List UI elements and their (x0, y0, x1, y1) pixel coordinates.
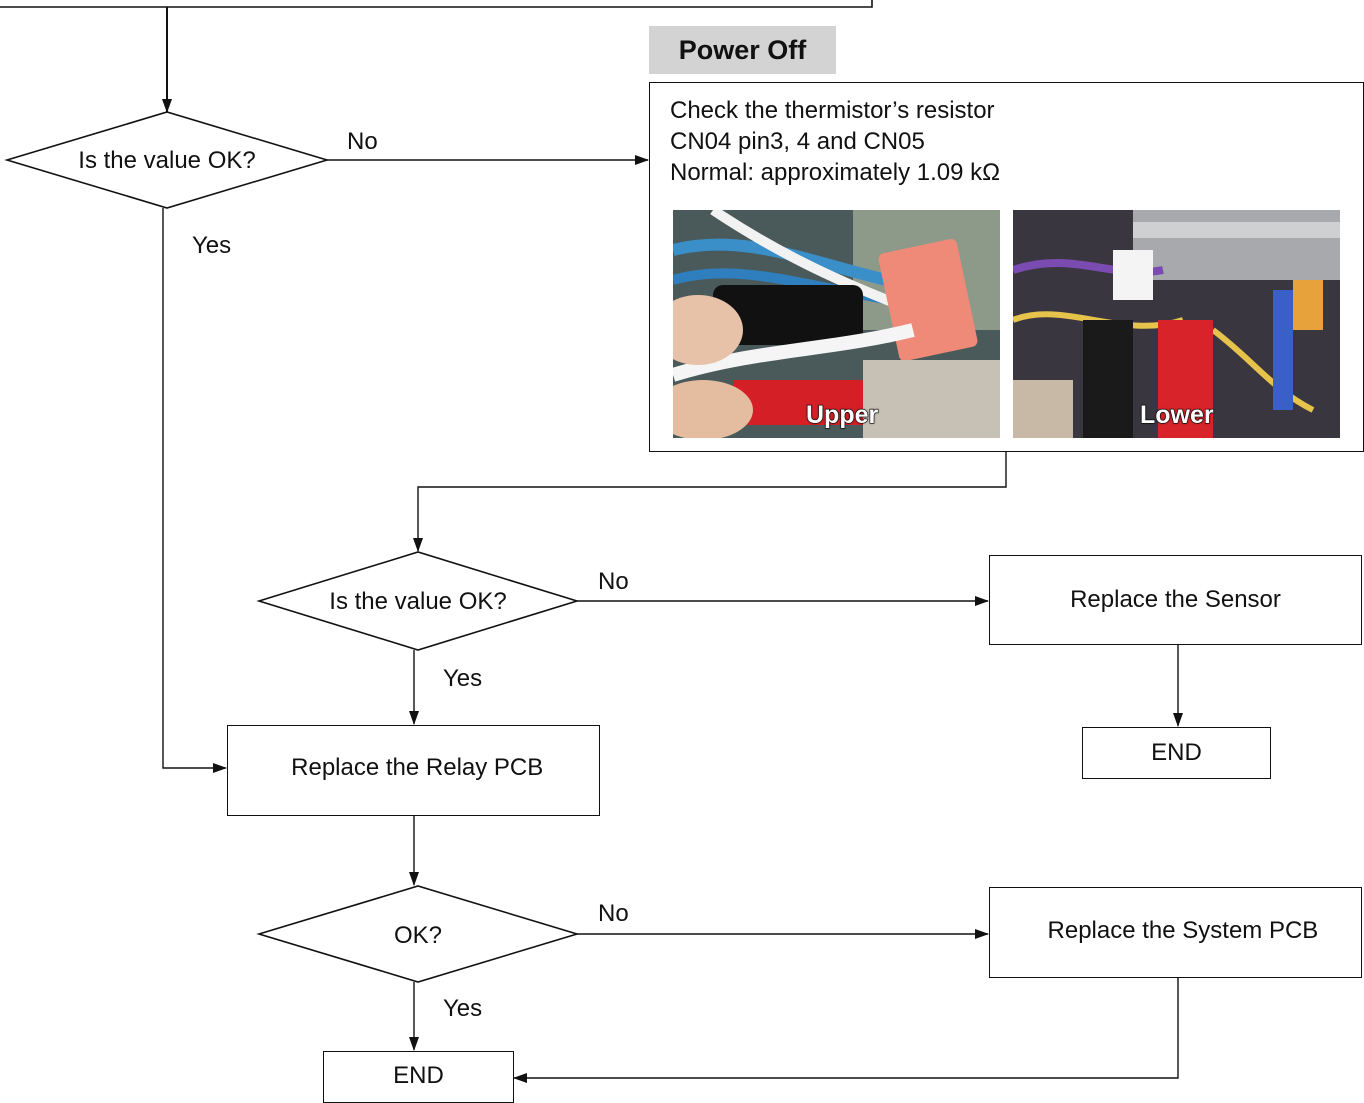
edge-label-yes-3: Yes (443, 995, 483, 1022)
photo-lower-label: Lower (1139, 400, 1214, 429)
replace-relay-pcb-label: Replace the Relay PCB (291, 753, 544, 781)
end-sensor-box: END (1082, 727, 1271, 779)
replace-sensor-box: Replace the Sensor (989, 555, 1362, 645)
top-box-edge (0, 0, 873, 8)
instruction-line-1: Check the thermistor’s resistor (670, 97, 995, 124)
connector-d1-yes (162, 208, 227, 773)
photo-upper-label: Upper (805, 400, 879, 429)
photo-upper-image (673, 210, 1000, 438)
end-final-label: END (393, 1062, 444, 1089)
replace-relay-pcb-box: Replace the Relay PCB (227, 725, 600, 816)
photo-lower-image (1013, 210, 1340, 438)
check-instructions: Check the thermistor’s resistor CN04 pin… (670, 95, 1000, 188)
edge-label-yes-1: Yes (192, 232, 232, 259)
replace-sensor-label: Replace the Sensor (1070, 586, 1281, 613)
edge-label-yes-2: Yes (443, 665, 483, 692)
photo-upper: Upper (673, 210, 1000, 438)
connector-system-to-end (513, 977, 1179, 1083)
instruction-line-2: CN04 pin3, 4 and CN05 (670, 128, 925, 155)
end-sensor-label: END (1151, 739, 1202, 766)
photo-lower: Lower (1013, 210, 1340, 438)
decision-2-label: Is the value OK? (329, 588, 507, 615)
replace-system-pcb-label: Replace the System PCB (1047, 916, 1319, 944)
check-thermistor-box: Check the thermistor’s resistor CN04 pin… (649, 82, 1364, 452)
edge-label-no-1: No (347, 128, 378, 155)
decision-3-label: OK? (393, 922, 443, 949)
edge-label-no-3: No (598, 900, 629, 927)
edge-label-no-2: No (598, 568, 629, 595)
connector-check-to-d2 (413, 451, 1007, 552)
instruction-line-3: Normal: approximately 1.09 kΩ (670, 159, 1001, 186)
end-final-box: END (323, 1051, 514, 1103)
power-off-tag: Power Off (649, 26, 836, 74)
replace-system-pcb-box: Replace the System PCB (989, 887, 1362, 978)
decision-1-label: Is the value OK? (78, 147, 256, 174)
